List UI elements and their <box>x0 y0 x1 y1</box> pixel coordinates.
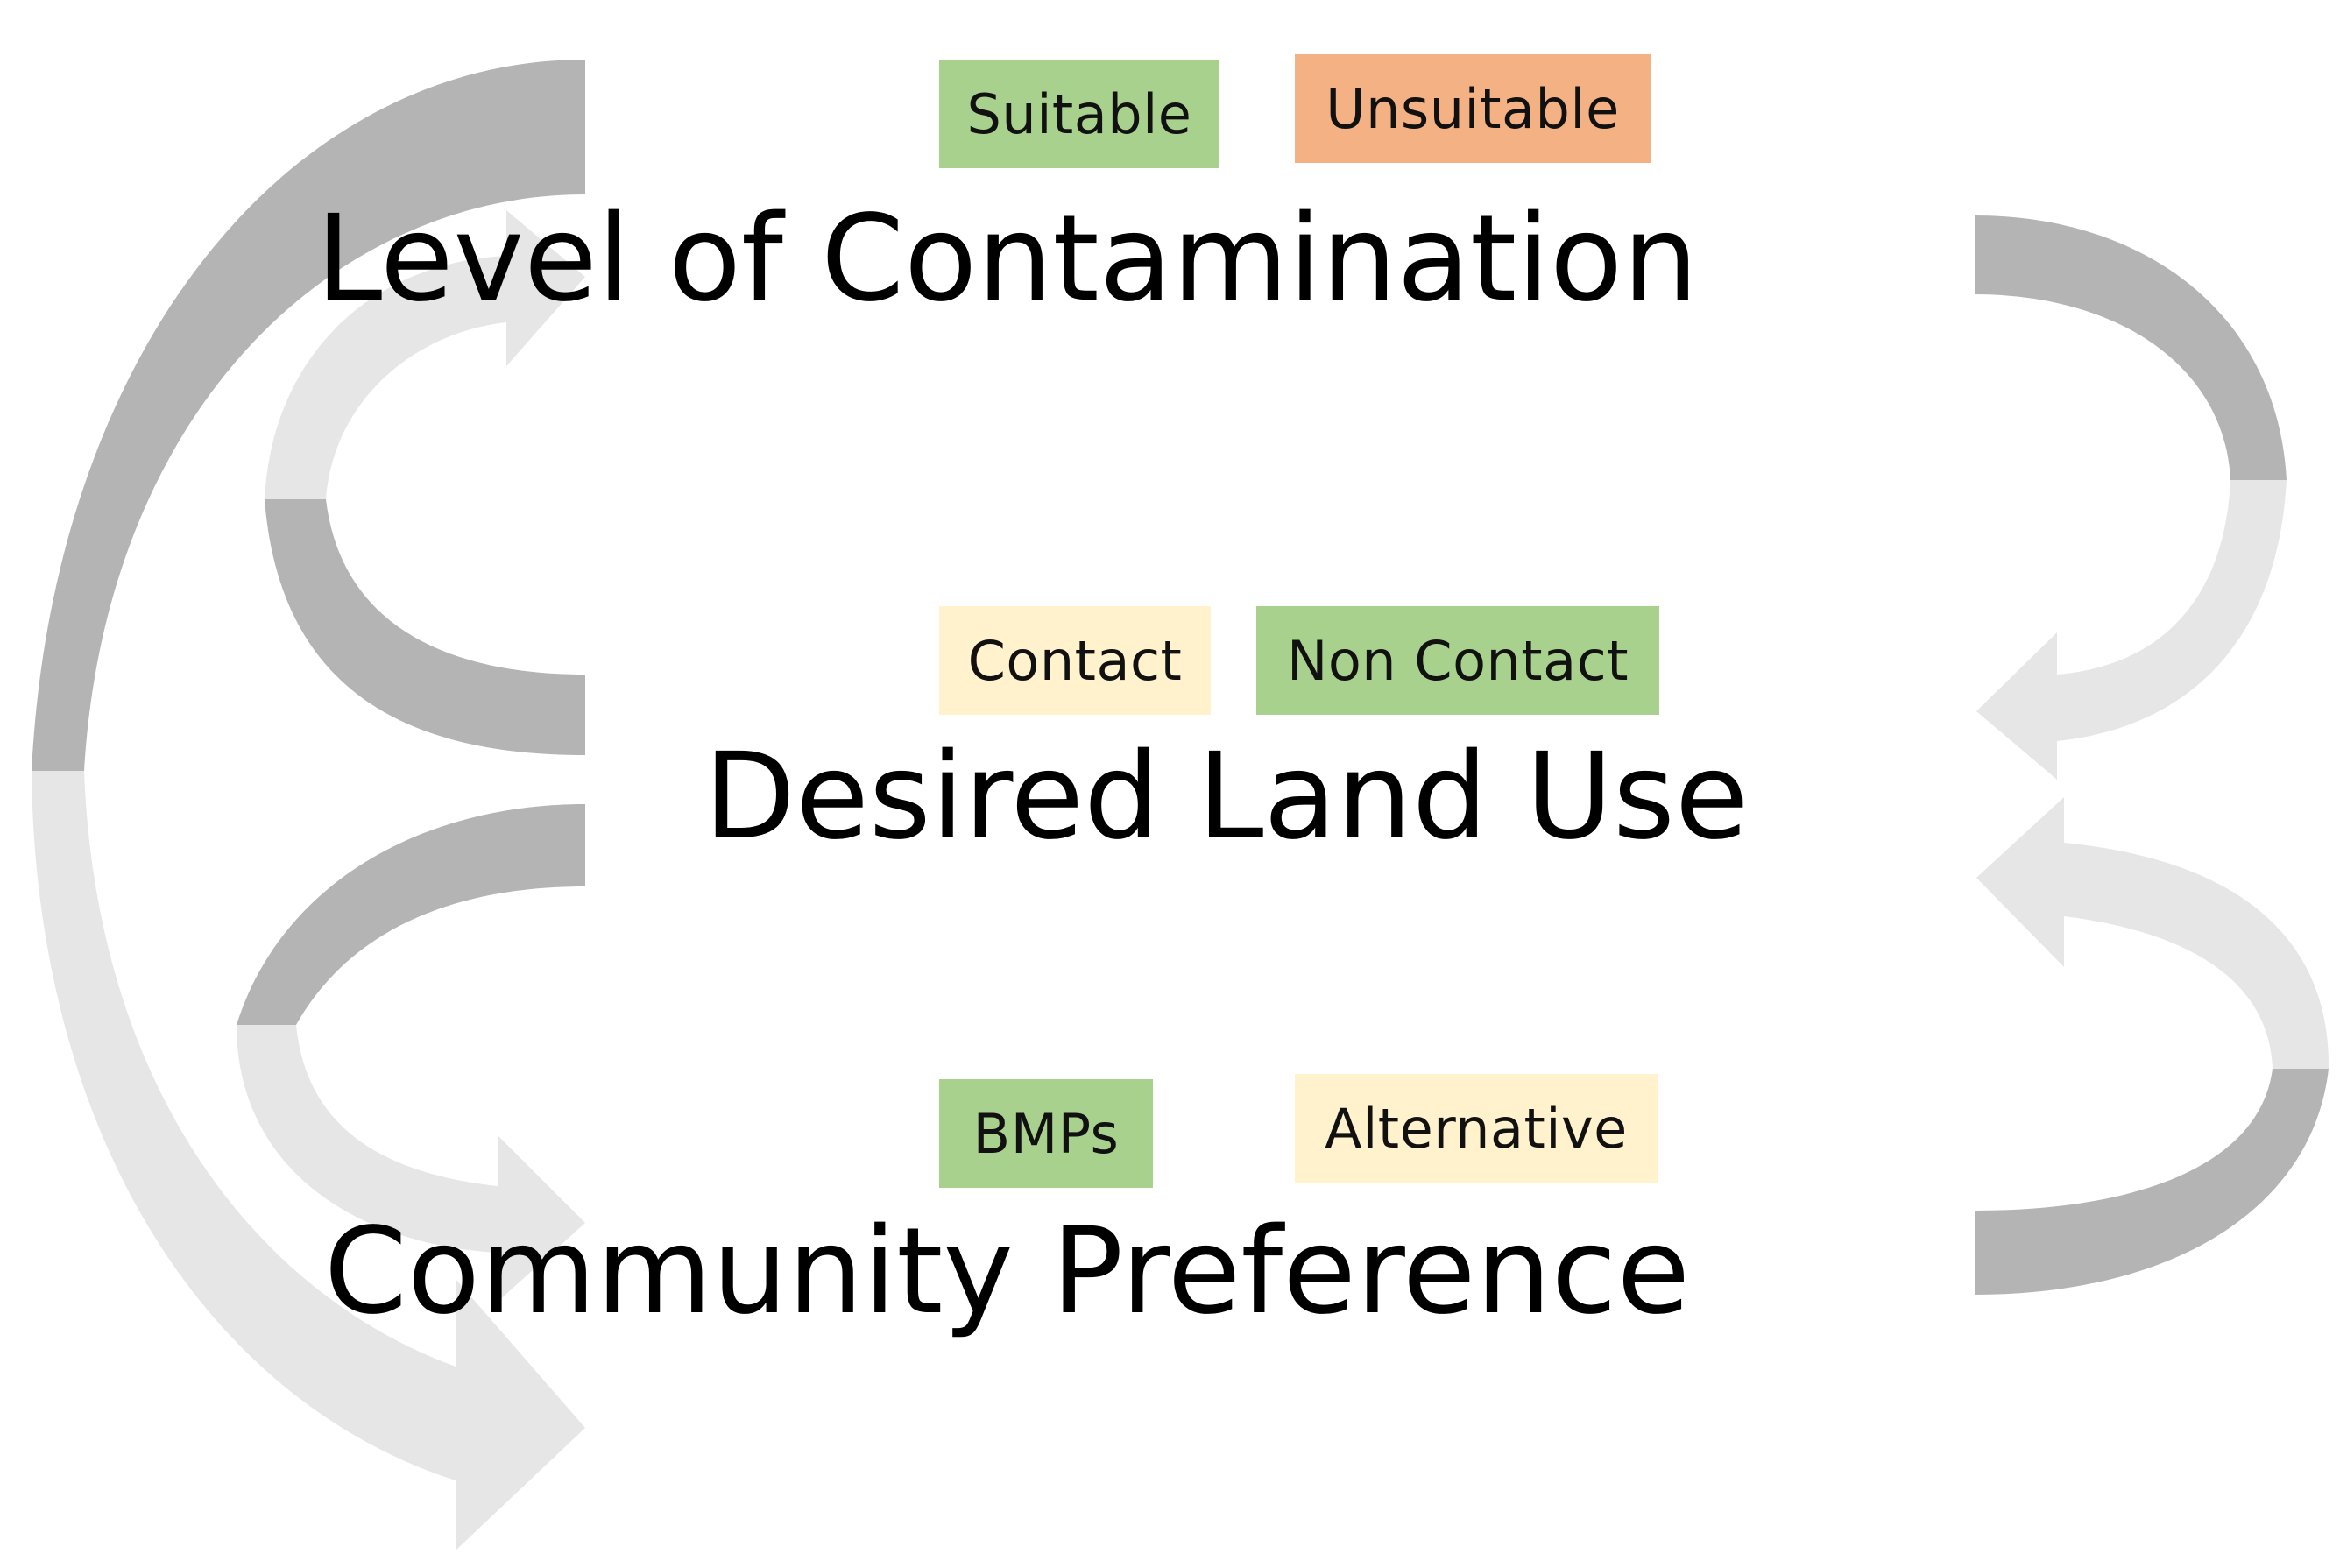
desired-land-use-heading: Desired Land Use <box>703 728 1749 866</box>
community-preference-heading: Community Preference <box>323 1203 1691 1341</box>
contact-tag: Contact <box>939 606 1211 715</box>
bmps-tag: BMPs <box>939 1079 1153 1188</box>
right-lower-loop-light-segment <box>1976 797 2329 1069</box>
left-upper-loop-dark-segment <box>265 499 585 755</box>
outer-left-arrow-light-segment <box>32 771 585 1550</box>
alternative-tag: Alternative <box>1295 1074 1658 1183</box>
non-contact-tag: Non Contact <box>1256 606 1659 715</box>
right-upper-loop-light-segment <box>1976 480 2287 780</box>
right-lower-loop-dark-segment <box>1975 1069 2329 1295</box>
left-lower-loop-light-segment <box>237 1025 585 1302</box>
level-of-contamination-heading: Level of Contamination <box>315 190 1699 328</box>
left-upper-loop-light-segment <box>265 210 585 499</box>
left-lower-loop-dark-segment <box>237 804 585 1025</box>
unsuitable-tag: Unsuitable <box>1295 54 1651 163</box>
outer-left-arrow-dark-segment <box>32 60 585 771</box>
suitable-tag: Suitable <box>939 60 1219 168</box>
right-upper-loop-dark-segment <box>1975 215 2287 480</box>
